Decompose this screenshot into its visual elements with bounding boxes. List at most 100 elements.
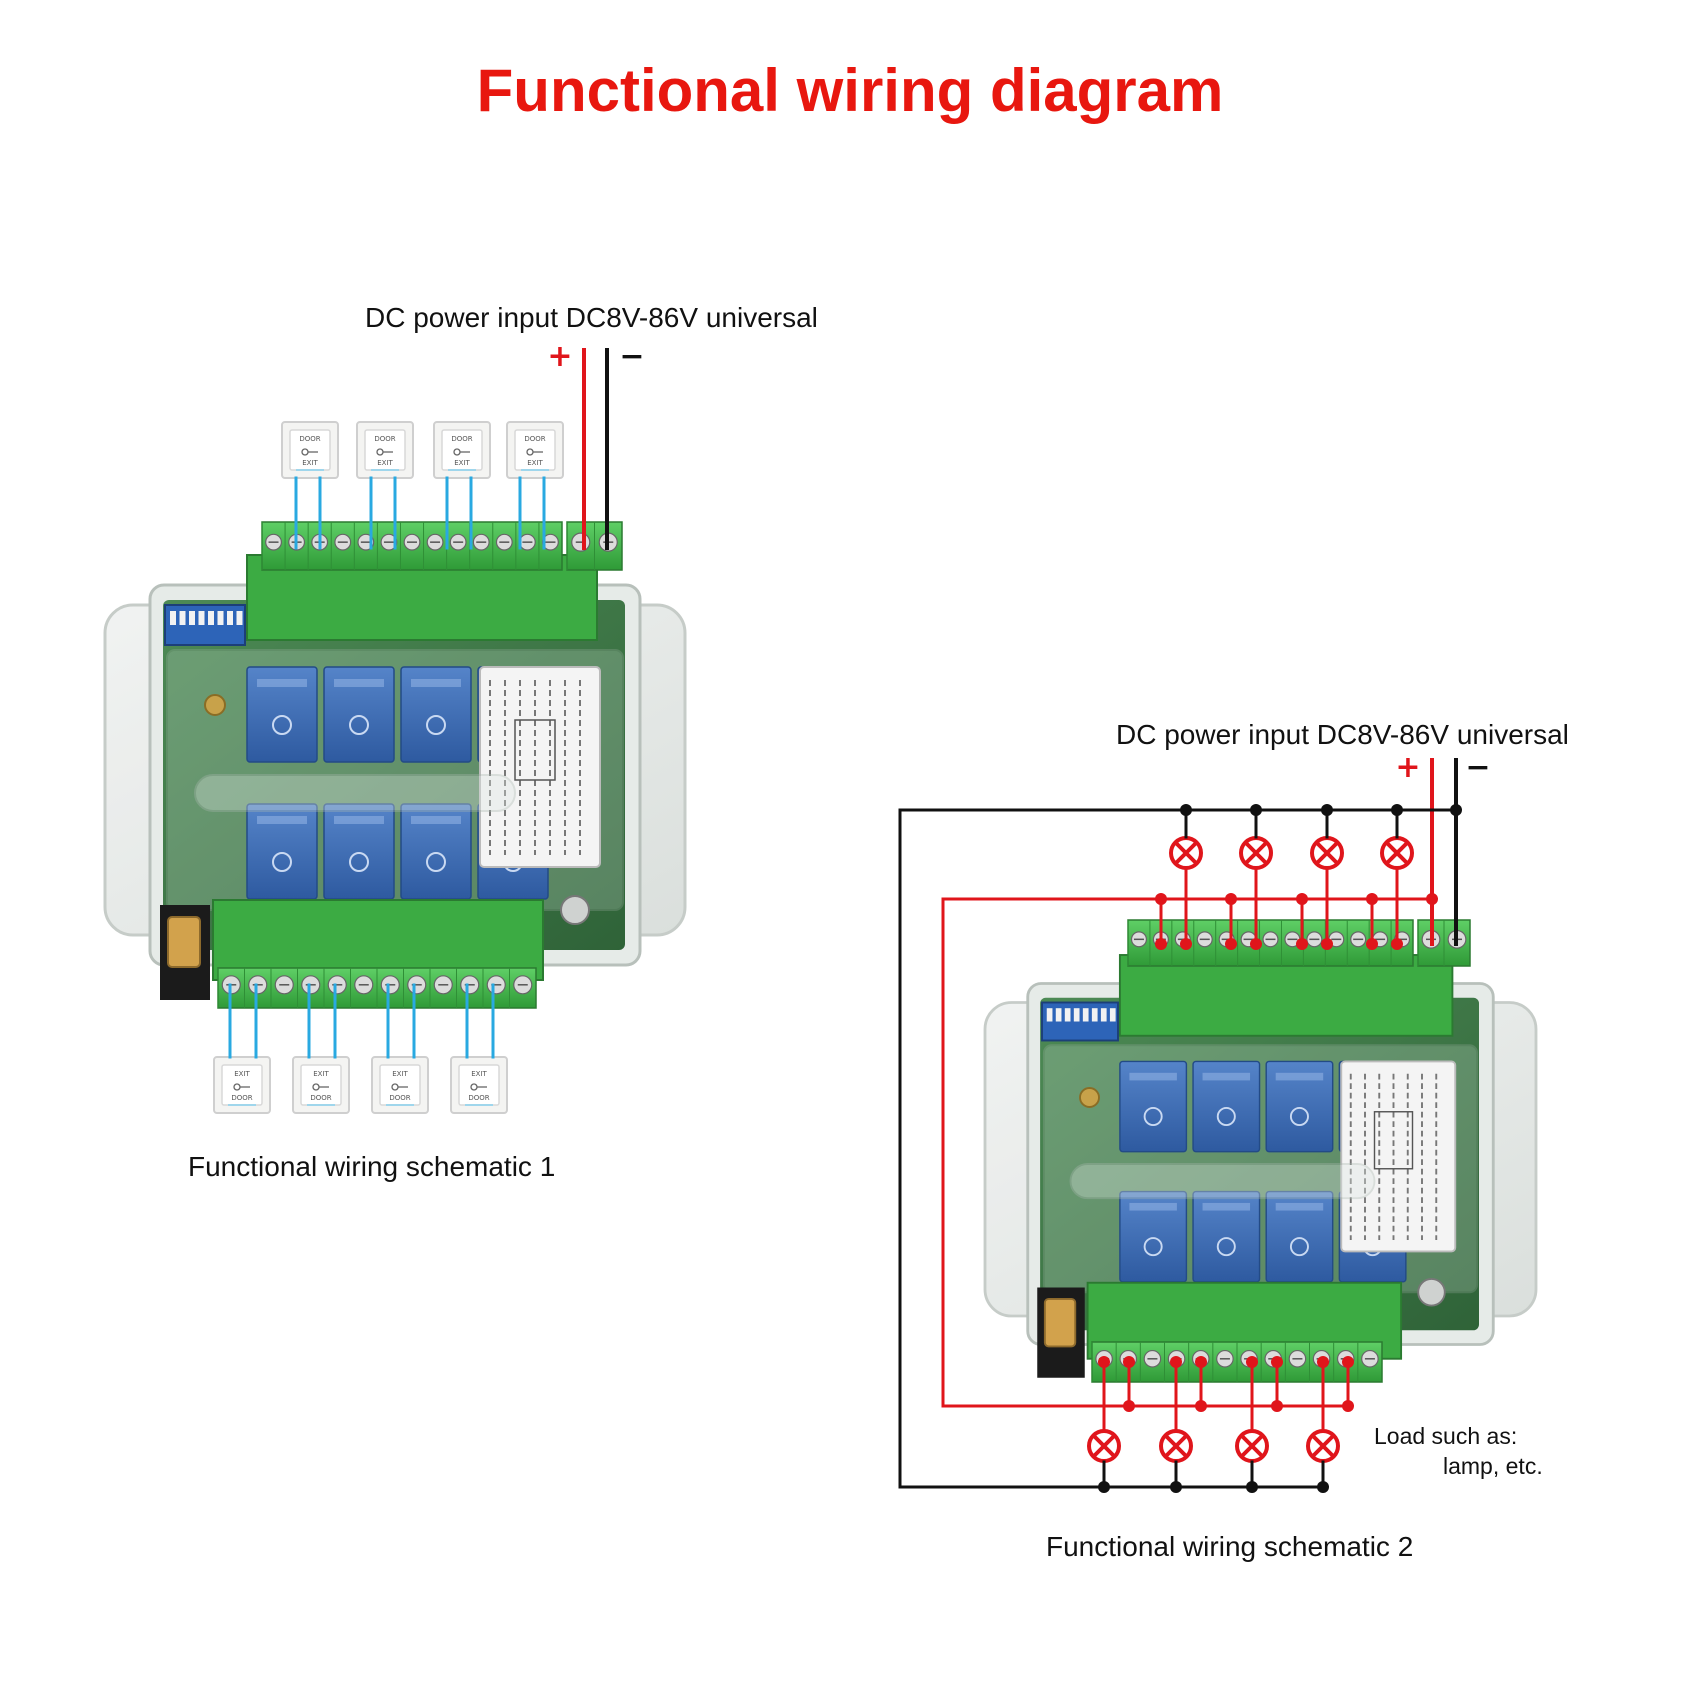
dip-lever xyxy=(1100,1008,1107,1022)
dip-lever xyxy=(1073,1008,1080,1022)
lamp-icon xyxy=(1087,1429,1121,1463)
sticker-schematic xyxy=(514,719,556,781)
bottom-terminal-header xyxy=(212,899,544,981)
switch-label-bottom: EXIT xyxy=(302,459,318,467)
relay-logo xyxy=(349,715,369,735)
top-terminal-header xyxy=(1118,954,1454,1037)
switch-label-top: EXIT xyxy=(392,1070,408,1078)
relay xyxy=(400,666,472,763)
exit-switch-icon: DOOR EXIT xyxy=(433,421,491,479)
switch-label-top: DOOR xyxy=(451,435,472,443)
switch-label-bottom: DOOR xyxy=(389,1094,410,1102)
plus-sign-1: + xyxy=(547,339,572,374)
potentiometer xyxy=(560,895,590,925)
switch-label-top: EXIT xyxy=(234,1070,250,1078)
lamp-cross xyxy=(1240,1434,1264,1458)
dip-lever xyxy=(208,611,214,625)
antenna-spring-icon xyxy=(167,916,201,968)
lamp-icon xyxy=(1159,1429,1193,1463)
lamp-cross xyxy=(1174,841,1198,865)
relay-marking xyxy=(411,679,461,687)
power-terminal-block-2 xyxy=(1417,919,1471,967)
junction-dot xyxy=(1342,1400,1354,1412)
wiring-schematic-1: DOOREXITDOOREXITDOOREXITDOOREXITEXITDOOR… xyxy=(103,348,687,1114)
junction-dot xyxy=(1225,893,1237,905)
top-terminal-block-1 xyxy=(261,521,563,571)
switch-label-bottom: DOOR xyxy=(231,1094,252,1102)
lamp-icon xyxy=(1306,1429,1340,1463)
terminal-dot xyxy=(1098,1356,1110,1368)
dip-lever xyxy=(217,611,224,625)
switch-label-bottom: EXIT xyxy=(454,459,470,467)
terminal-dot xyxy=(1195,1356,1207,1368)
relay-marking xyxy=(1129,1202,1177,1211)
relay-marking xyxy=(1202,1202,1251,1211)
terminal-dot xyxy=(1391,938,1403,950)
terminal-dot xyxy=(1123,1356,1135,1368)
power-input-label-1: DC power input DC8V-86V universal xyxy=(365,302,818,333)
relay xyxy=(323,666,395,763)
potentiometer xyxy=(1417,1278,1446,1307)
relay-logo xyxy=(426,715,446,735)
dip-lever xyxy=(170,611,176,625)
relay xyxy=(1265,1060,1334,1153)
negative-bus-wire xyxy=(898,808,1456,1489)
bottom-terminal-block-1 xyxy=(217,967,537,1009)
power-input-label-2: DC power input DC8V-86V universal xyxy=(1116,719,1569,750)
relay-logo xyxy=(1289,1237,1309,1257)
schematic-2-caption: Functional wiring schematic 2 xyxy=(1046,1531,1413,1562)
terminal-dot xyxy=(1271,1356,1283,1368)
lamp-icon xyxy=(1239,836,1273,870)
lamp-cross xyxy=(1092,1434,1116,1458)
relay-marking xyxy=(411,816,461,824)
relay-logo xyxy=(1143,1237,1163,1257)
load-label-line1: Load such as: xyxy=(1374,1423,1517,1449)
status-led xyxy=(1079,1087,1100,1108)
lamp-cross xyxy=(1311,1434,1335,1458)
relay xyxy=(1119,1060,1188,1153)
lamp-icon xyxy=(1235,1429,1269,1463)
switch-label-top: EXIT xyxy=(471,1070,487,1078)
terminal-dot xyxy=(1321,938,1333,950)
relay-logo xyxy=(426,852,446,872)
plus-sign-2: + xyxy=(1395,750,1420,785)
junction-dot xyxy=(1195,1400,1207,1412)
terminal-dot xyxy=(1250,938,1262,950)
dip-lever xyxy=(236,611,243,625)
junction-dot xyxy=(1366,893,1378,905)
power-terminal-block-1 xyxy=(566,521,623,571)
lamp-cross xyxy=(1164,1434,1188,1458)
dip-lever xyxy=(198,611,205,625)
antenna-spring-icon xyxy=(1043,1297,1077,1348)
page-title: Functional wiring diagram xyxy=(477,57,1224,124)
relay-logo xyxy=(1143,1107,1163,1127)
minus-sign-1: − xyxy=(619,339,644,374)
sticker-schematic xyxy=(1373,1111,1414,1170)
lamp-icon xyxy=(1310,836,1344,870)
switch-label-top: DOOR xyxy=(524,435,545,443)
relay-logo xyxy=(1216,1237,1236,1257)
lamp-icon xyxy=(1380,836,1414,870)
switch-label-top: EXIT xyxy=(313,1070,329,1078)
relay-logo xyxy=(272,715,292,735)
dip-lever xyxy=(1055,1008,1062,1022)
junction-dot xyxy=(1296,893,1308,905)
relay-marking xyxy=(334,816,384,824)
relay-logo xyxy=(272,852,292,872)
junction-dot xyxy=(1271,1400,1283,1412)
exit-switch-icon: EXIT DOOR xyxy=(371,1056,429,1114)
top-terminal-block-2 xyxy=(1127,919,1414,967)
lid-window xyxy=(194,774,516,812)
load-label-line2: lamp, etc. xyxy=(1443,1453,1543,1479)
terminal-dot xyxy=(1225,938,1237,950)
junction-dot xyxy=(1426,893,1438,905)
dip-lever xyxy=(1082,1008,1089,1022)
terminal-dot xyxy=(1170,1356,1182,1368)
relay-board-2 xyxy=(983,954,1538,1378)
terminal-dot xyxy=(1317,1356,1329,1368)
lamp-cross xyxy=(1315,841,1339,865)
lamp-icon xyxy=(1169,836,1203,870)
